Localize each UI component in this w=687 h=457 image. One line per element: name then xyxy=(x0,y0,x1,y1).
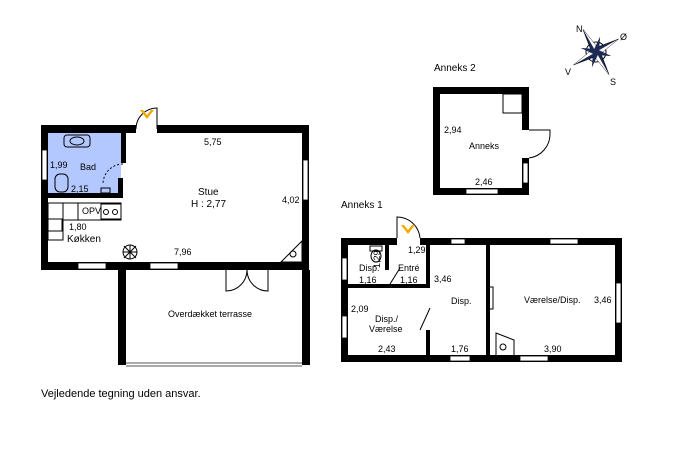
room-label-disp-small: Disp. xyxy=(359,263,380,273)
compass-rose-icon: N Ø S V xyxy=(565,24,627,87)
dim-bad-horizontal: 2,15 xyxy=(71,184,89,194)
window xyxy=(449,355,471,362)
main-house: Bad 1,99 2,15 5,75 Stue H : 2,77 4,02 OP… xyxy=(41,107,310,367)
window xyxy=(522,162,529,184)
dim-vaerelse-vertical: 3,46 xyxy=(594,295,612,305)
room-label-disp-vaerelse-2: Værelse xyxy=(369,324,403,334)
room-label-bad: Bad xyxy=(80,162,96,172)
room-label-stue: Stue xyxy=(198,187,219,198)
window xyxy=(341,315,348,339)
dim-entre-top: 1,29 xyxy=(408,245,426,255)
window xyxy=(549,238,579,245)
opv-label: OPV xyxy=(82,206,101,216)
window xyxy=(149,262,179,270)
dim-disp-mid-vertical: 3,46 xyxy=(434,274,452,284)
window xyxy=(450,238,466,245)
entrance-marker-icon xyxy=(401,225,415,234)
window xyxy=(77,262,107,270)
dim-stue-right: 4,02 xyxy=(282,195,300,205)
compass-s: S xyxy=(610,77,616,87)
window xyxy=(302,159,309,201)
anneks1-title: Anneks 1 xyxy=(341,200,383,211)
room-label-vaerelse: Værelse/Disp. xyxy=(524,295,581,305)
window xyxy=(341,257,348,281)
compass-o: Ø xyxy=(620,32,627,42)
anneks2-title: Anneks 2 xyxy=(434,63,476,74)
dim-disp-small-vertical: 1,29 xyxy=(372,250,382,268)
room-label-terrasse: Overdækket terrasse xyxy=(168,309,252,319)
window xyxy=(519,355,549,362)
room-label-kokken: Køkken xyxy=(67,234,101,245)
entrance-marker-icon xyxy=(140,110,154,119)
dim-stue-bottom: 7,96 xyxy=(174,247,192,257)
dim-disp-small-horizontal: 1,16 xyxy=(359,275,377,285)
compass-n: N xyxy=(576,24,583,34)
anneks-1: Anneks 1 1,29 xyxy=(341,200,622,362)
anneks-2: Anneks 2 2,94 Anneks 2,46 xyxy=(433,63,551,195)
dim-disp-vaerelse-vertical: 2,09 xyxy=(351,304,369,314)
dim-anneks-vertical: 2,94 xyxy=(444,125,462,135)
dim-bad-vertical: 1,99 xyxy=(50,160,68,170)
room-label-disp-vaerelse-1: Disp./ xyxy=(375,314,399,324)
dim-kokken: 1,80 xyxy=(69,222,87,232)
window xyxy=(615,282,622,324)
dim-disp-vaerelse-horizontal: 2,43 xyxy=(378,344,396,354)
dim-anneks-horizontal: 2,46 xyxy=(475,177,493,187)
dim-entre-horizontal: 1,16 xyxy=(400,275,418,285)
window xyxy=(465,188,499,195)
room-label-entre: Entré xyxy=(398,263,420,273)
window xyxy=(41,149,48,181)
room-label-disp-mid: Disp. xyxy=(451,296,472,306)
compass-v: V xyxy=(565,67,571,77)
dim-vaerelse-horizontal: 3,90 xyxy=(544,344,562,354)
dim-stue-top: 5,75 xyxy=(204,137,222,147)
bathroom-fill xyxy=(48,133,121,196)
disclaimer-text: Vejledende tegning uden ansvar. xyxy=(41,388,201,400)
room-label-anneks: Anneks xyxy=(469,141,500,151)
room-height-stue: H : 2,77 xyxy=(191,199,226,210)
dim-bottom-mid: 1,76 xyxy=(451,344,469,354)
